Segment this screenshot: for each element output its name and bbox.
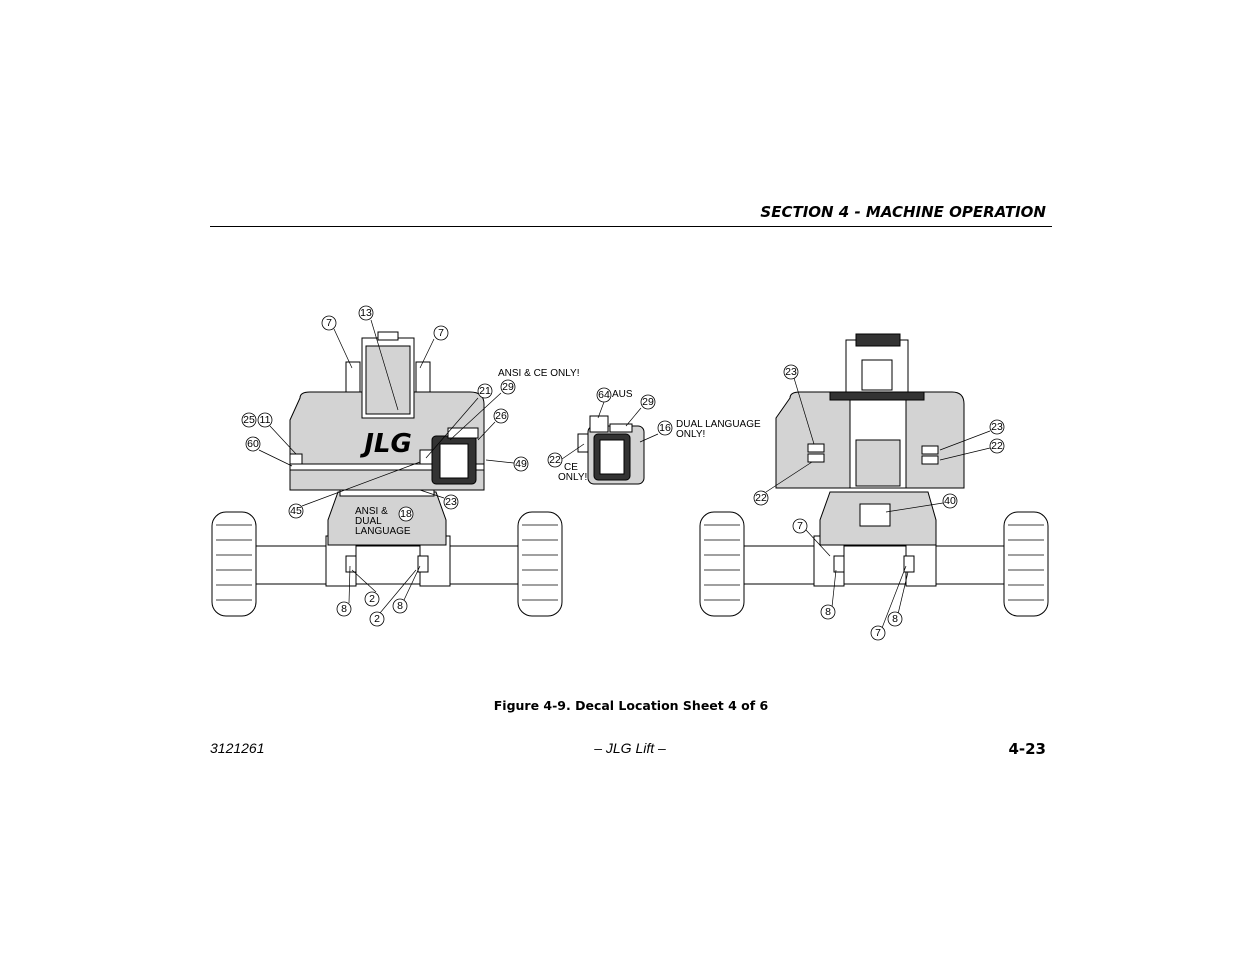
note-ce-1: CE — [564, 462, 578, 473]
note-ansi-dual-2: DUAL — [355, 516, 382, 527]
middle-detail: 64 29 16 22 AUS DUAL LANGUAGE ONLY! CE O… — [547, 387, 761, 485]
jlg-logo: JLG — [359, 429, 412, 459]
note-dual-language-1: DUAL LANGUAGE — [676, 419, 761, 430]
svg-text:7: 7 — [438, 327, 444, 339]
page-number: 4-23 — [1008, 740, 1046, 758]
svg-text:25: 25 — [243, 414, 255, 426]
svg-text:64: 64 — [598, 389, 610, 401]
svg-text:8: 8 — [341, 603, 347, 615]
svg-text:60: 60 — [247, 438, 259, 450]
svg-text:26: 26 — [495, 410, 507, 422]
svg-text:8: 8 — [892, 613, 898, 625]
note-ansi-dual-1: ANSI & — [355, 506, 388, 517]
svg-text:18: 18 — [400, 508, 412, 520]
doc-number: 3121261 — [210, 740, 265, 756]
svg-text:23: 23 — [991, 421, 1003, 433]
left-tire-1 — [211, 511, 257, 617]
svg-text:22: 22 — [991, 440, 1003, 452]
svg-text:40: 40 — [944, 495, 956, 507]
note-ansi-ce-only: ANSI & CE ONLY! — [498, 368, 580, 379]
svg-text:23: 23 — [445, 496, 457, 508]
svg-text:29: 29 — [502, 381, 514, 393]
svg-text:7: 7 — [797, 520, 803, 532]
note-dual-language-2: ONLY! — [676, 429, 705, 440]
svg-text:49: 49 — [515, 458, 527, 470]
svg-text:8: 8 — [397, 600, 403, 612]
svg-text:45: 45 — [290, 505, 302, 517]
left-tire-2 — [517, 511, 563, 617]
svg-text:2: 2 — [369, 593, 375, 605]
svg-text:8: 8 — [825, 606, 831, 618]
svg-text:22: 22 — [755, 492, 767, 504]
left-view: JLG — [211, 305, 580, 627]
svg-text:7: 7 — [875, 627, 881, 639]
svg-text:21: 21 — [479, 385, 491, 397]
svg-text:13: 13 — [360, 307, 372, 319]
footer-center-text: – JLG Lift – — [594, 740, 666, 756]
header-rule — [210, 226, 1052, 227]
svg-text:29: 29 — [642, 396, 654, 408]
svg-text:22: 22 — [549, 454, 561, 466]
svg-text:16: 16 — [659, 422, 671, 434]
svg-text:2: 2 — [374, 613, 380, 625]
note-ansi-dual-3: LANGUAGE — [355, 526, 411, 537]
note-aus: AUS — [612, 389, 633, 400]
svg-text:11: 11 — [260, 414, 271, 426]
svg-text:7: 7 — [326, 317, 332, 329]
svg-text:23: 23 — [785, 366, 797, 378]
section-title: SECTION 4 - MACHINE OPERATION — [760, 203, 1046, 221]
right-view: 23 23 22 22 40 7 8 7 8 — [699, 333, 1049, 641]
figure-caption: Figure 4-9. Decal Location Sheet 4 of 6 — [493, 698, 769, 713]
note-ce-2: ONLY! — [558, 472, 587, 483]
